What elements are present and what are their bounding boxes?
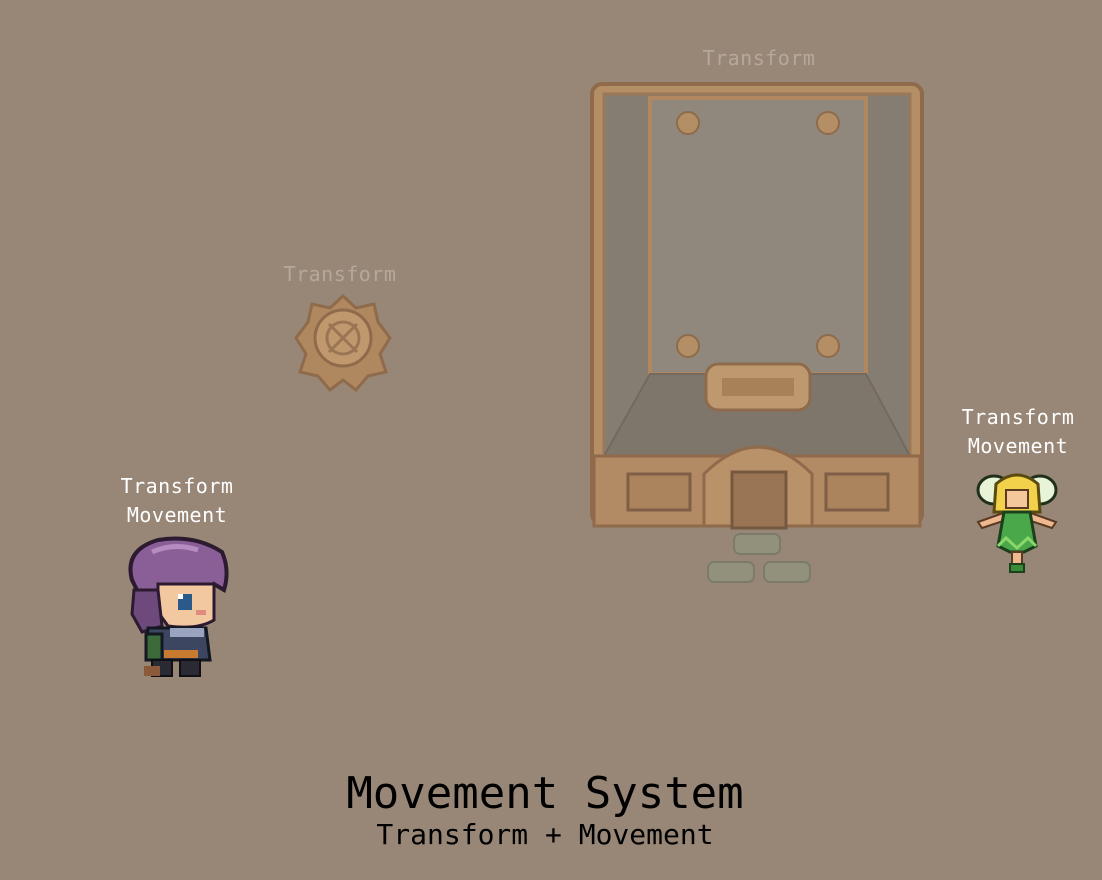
house-window-right (824, 472, 890, 512)
stump-ring (325, 320, 361, 356)
house-sign-text-area (722, 378, 794, 396)
fairy-label-line-1: Transform (961, 405, 1075, 429)
hero-label-line-1: Transform (120, 474, 234, 498)
stump-crack (327, 322, 359, 354)
house-sprite (590, 82, 924, 583)
stepping-stone-3 (763, 561, 811, 583)
tree-stump-sprite (294, 294, 392, 392)
stump-label: Transform (279, 260, 401, 289)
green-fairy-sprite[interactable] (970, 468, 1064, 576)
roof-bolt-2 (816, 111, 840, 135)
fairy-label: Transform Movement (957, 403, 1079, 461)
fairy-face (1005, 489, 1029, 509)
house-window-left (626, 472, 692, 512)
hero-eye-highlight (178, 594, 183, 599)
hero-belt (164, 650, 198, 658)
roof-bolt-1 (676, 111, 700, 135)
hero-label: Transform Movement (116, 472, 238, 530)
hero-leg-right (179, 659, 201, 677)
fairy-label-line-2: Movement (967, 434, 1069, 458)
hero-side-hair (130, 588, 164, 634)
hero-label-line-2: Movement (126, 503, 228, 527)
scene-subtitle: Transform + Movement (376, 818, 714, 851)
house-roof-panel (648, 96, 868, 376)
fairy-shoe (1009, 563, 1025, 573)
roof-bolt-3 (676, 334, 700, 358)
hero-boot (144, 666, 160, 676)
roof-bolt-4 (816, 334, 840, 358)
hero-scarf (170, 628, 204, 637)
stepping-stone-1 (733, 533, 781, 555)
hero-arm (144, 632, 164, 662)
stepping-stone-2 (707, 561, 755, 583)
purple-haired-hero-sprite[interactable] (118, 534, 230, 678)
hero-blush (196, 610, 206, 615)
house-door (730, 470, 788, 530)
house-label: Transform (698, 44, 820, 73)
hero-hair-highlight (150, 544, 199, 555)
house-label-line-1: Transform (702, 46, 816, 70)
fairy-leaf-trim (996, 535, 1038, 551)
stump-label-line-1: Transform (283, 262, 397, 286)
scene-title: Movement System (346, 768, 744, 819)
